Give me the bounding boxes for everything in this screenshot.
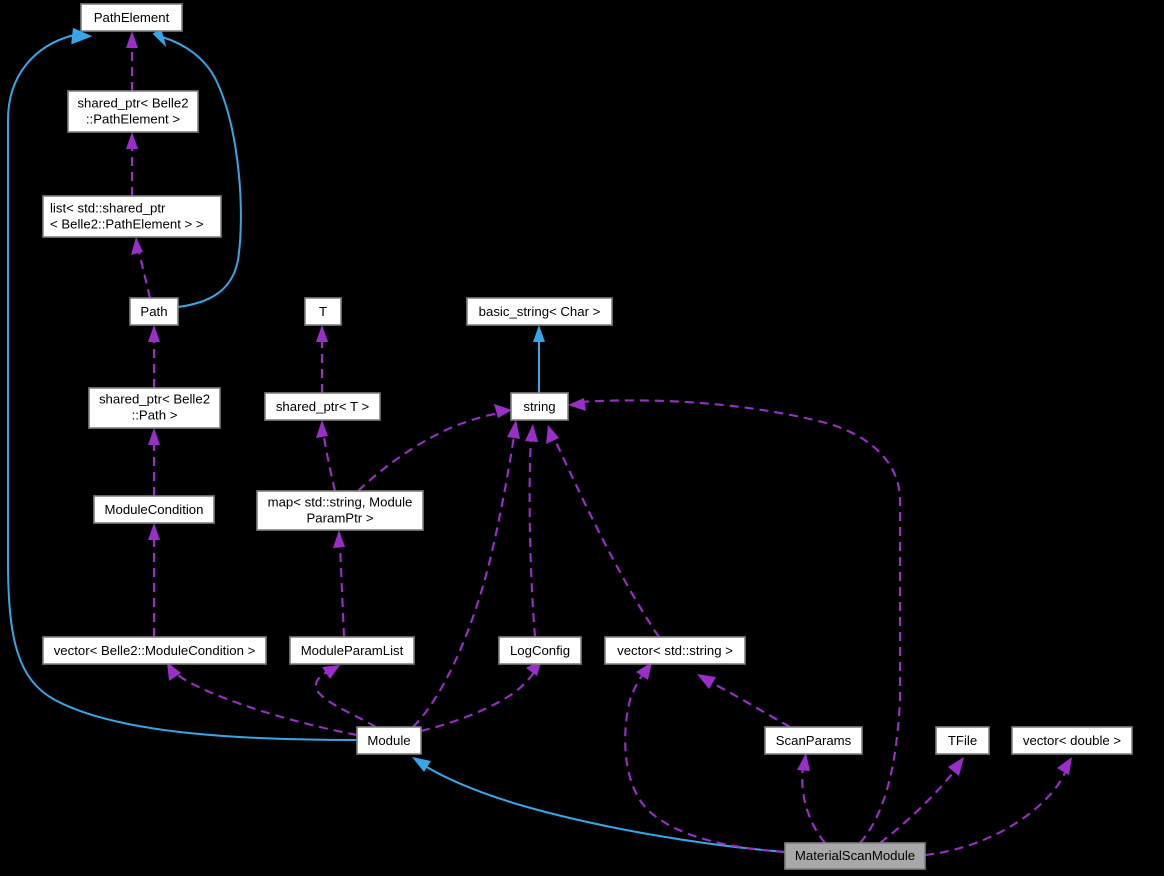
node-list-shared-ptr-pathelement[interactable]: list< std::shared_ptr < Belle2::PathElem… [42,195,222,238]
node-shared-ptr-t-label: shared_ptr< T > [276,399,370,414]
node-shared-ptr-t[interactable]: shared_ptr< T > [264,392,381,421]
edge-map-sharedptrt [316,420,337,492]
edge-modulecondition-sharedptrpath [148,428,160,496]
node-modulecondition-label: ModuleCondition [105,502,204,517]
node-string-label: string [523,399,555,414]
node-materialscanmodule-label: MaterialScanModule [795,848,915,863]
edge-list-sharedptr [126,132,138,196]
node-pathelement-label: PathElement [94,10,170,25]
node-t-label: T [319,304,327,319]
edge-string-basicstring [533,325,545,393]
edge-materialscan-string [568,398,902,844]
edge-scanparams-vecstring [697,674,791,728]
edge-materialscan-scanparams [797,753,826,844]
node-shared-ptr-pathelement-label-line1: shared_ptr< Belle2 [77,95,188,110]
node-path-label: Path [140,304,167,319]
edge-path-list [131,237,152,299]
edge-materialscan-module [412,757,786,853]
edge-module-vecmodulecondition [167,662,358,737]
edge-logconfig-string [525,424,538,638]
node-logconfig-label: LogConfig [510,643,570,658]
edge-vecmodulecondition-modulecondition [148,523,160,637]
node-materialscanmodule[interactable]: MaterialScanModule [784,842,926,870]
node-moduleparamlist[interactable]: ModuleParamList [289,636,415,665]
node-shared-ptr-path-label-line1: shared_ptr< Belle2 [99,391,210,406]
edge-layer [7,27,1072,857]
edge-module-string [412,420,520,728]
node-vector-double[interactable]: vector< double > [1011,726,1133,755]
node-vector-modulecondition[interactable]: vector< Belle2::ModuleCondition > [42,636,267,665]
node-logconfig[interactable]: LogConfig [498,636,582,665]
node-module[interactable]: Module [356,726,422,755]
edge-module-moduleparamlist [314,665,377,728]
node-t[interactable]: T [304,297,342,326]
node-list-shared-ptr-label-line1: list< std::shared_ptr [50,200,166,215]
node-tfile[interactable]: TFile [935,726,990,755]
node-vector-double-label: vector< double > [1023,733,1122,748]
edge-vecstring-string [546,425,660,638]
edge-path-pathelement [152,29,242,308]
node-tfile-label: TFile [948,733,977,748]
edge-sharedptr-pathelement [126,31,138,91]
edge-moduleparamlist-map [333,530,346,638]
node-shared-ptr-pathelement[interactable]: shared_ptr< Belle2 ::PathElement > [67,90,199,133]
node-vector-string-label: vector< std::string > [617,643,733,658]
node-layer: PathElement shared_ptr< Belle2 ::PathEle… [42,3,1133,870]
node-modulecondition[interactable]: ModuleCondition [93,495,215,524]
node-shared-ptr-pathelement-label-line2: ::PathElement > [86,111,180,126]
node-vector-string[interactable]: vector< std::string > [604,636,746,665]
node-map-string-moduleparamptr[interactable]: map< std::string, Module ParamPtr > [256,490,424,531]
edge-module-pathelement [7,27,358,741]
edge-materialscan-vecstring [624,662,786,854]
edge-materialscan-vecdouble [924,757,1072,857]
node-scanparams[interactable]: ScanParams [764,726,863,755]
node-basic-string-char[interactable]: basic_string< Char > [466,297,613,326]
node-pathelement[interactable]: PathElement [80,3,183,32]
node-map-label-line2: ParamPtr > [306,510,373,525]
node-basic-string-char-label: basic_string< Char > [479,304,601,319]
node-path[interactable]: Path [129,297,179,326]
node-vector-modulecondition-label: vector< Belle2::ModuleCondition > [54,643,256,658]
node-shared-ptr-path-label-line2: ::Path > [132,407,178,422]
node-list-shared-ptr-label-line2: < Belle2::PathElement > > [50,216,204,231]
edge-module-logconfig [420,659,542,733]
node-moduleparamlist-label: ModuleParamList [301,643,404,658]
node-module-label: Module [367,733,410,748]
node-scanparams-label: ScanParams [776,733,852,748]
edge-materialscan-tfile [879,757,964,844]
node-map-label-line1: map< std::string, Module [268,494,413,509]
edge-sharedptrt-t [316,325,328,393]
node-shared-ptr-path[interactable]: shared_ptr< Belle2 ::Path > [88,387,221,429]
edge-map-string [357,404,512,492]
edge-sharedptrpath-path [148,325,160,388]
node-string[interactable]: string [510,392,569,421]
